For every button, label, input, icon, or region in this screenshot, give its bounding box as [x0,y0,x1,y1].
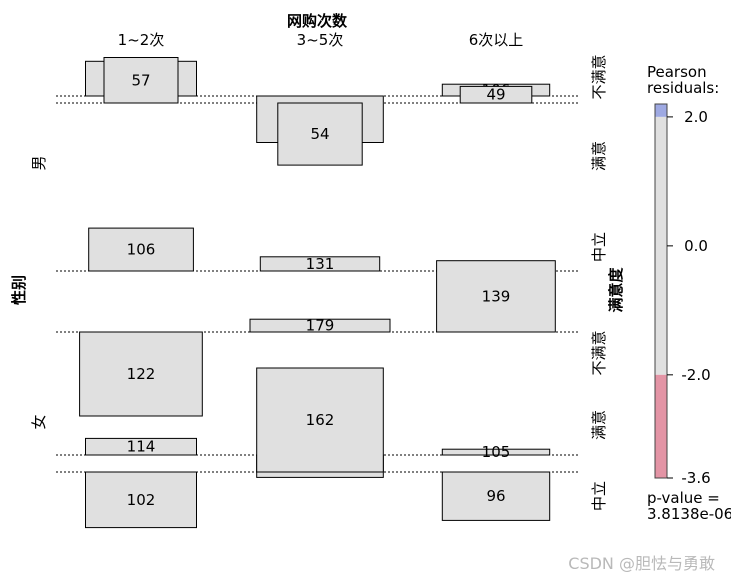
legend-title-line1: Pearson [647,63,707,81]
legend-title-line2: residuals: [647,79,719,97]
cell-count-r3-c2: 131 [306,255,335,273]
legend-tick-label-4: -3.6 [681,469,710,487]
cell-rect-r6-c2 [256,367,384,473]
sat-label-male-neutral: 中立 [590,232,608,262]
cell-count-r5-c3: 105 [482,443,511,461]
sat-label-female-satisfied: 满意 [590,410,608,440]
gender-label-female: 女 [30,414,48,429]
sat-label-male-dissatisfied: 不满意 [590,54,608,99]
p-value: 3.8138e-06 [647,505,731,523]
sat-label-male-satisfied: 满意 [590,141,608,171]
cell-rect-r5-c1 [85,437,197,456]
legend-segment-neutral [655,116,667,375]
row-variable-title: 性别 [10,275,28,305]
cell-rect-r2-c1 [103,57,179,104]
gender-label-male: 男 [30,155,48,170]
column-label-1: 1~2次 [118,31,165,49]
legend-tick-label-3: -2.0 [681,366,710,384]
legend-tick-label-1: 2.0 [684,108,708,126]
column-label-2: 3~5次 [297,31,344,49]
sat-label-female-dissatisfied: 不满意 [590,330,608,375]
cell-count-r6-c1: 102 [127,491,156,509]
cell-count-r2-c2: 54 [310,125,329,143]
watermark: CSDN @胆怯与勇敢 [568,554,715,573]
cell-rect-r3-c1 [88,227,194,272]
cell-count-r6-c2: 162 [306,411,335,429]
legend-color-bar [654,103,668,479]
cell-rect-r3-c2 [259,256,381,272]
p-value-label: p-value = [647,489,720,507]
cell-count-r5-c1: 114 [127,438,156,456]
row-sub-variable-title: 满意度 [607,267,625,313]
cell-rect-r2-c3 [459,85,533,104]
legend-bar-frame [654,103,668,479]
cell-count-r4-c2: 179 [306,317,335,335]
cell-count-r4-c1: 122 [127,365,156,383]
cell-count-r2-c3: 49 [486,86,505,104]
cells-group: 1171371065754491061318312217913911414110… [56,57,580,529]
cell-rect-r4-c3 [436,260,556,333]
column-label-3: 6次以上 [469,31,524,49]
cell-count-r6-c3: 96 [486,487,505,505]
cell-count-r4-c3: 139 [482,287,511,305]
cell-count-r2-c1: 57 [131,71,150,89]
legend-segment-negative [655,374,667,478]
cell-rect-r4-c2 [249,318,391,333]
cell-rect-r6-c3 [441,471,551,521]
cell-rect-r4-c1 [79,331,203,417]
sat-label-female-neutral: 中立 [590,481,608,511]
legend-tick-label-2: 0.0 [684,237,708,255]
cell-count-r3-c1: 106 [127,241,156,259]
column-variable-title: 网购次数 [287,12,348,30]
legend-segment-positive [655,104,667,117]
legend-ticks: 2.0 0.0 -2.0 -3.6 [667,108,711,487]
cell-rect-r2-c2 [277,102,363,166]
cell-rect-r5-c3 [441,448,551,456]
cell-rect-r6-c1 [85,471,197,529]
